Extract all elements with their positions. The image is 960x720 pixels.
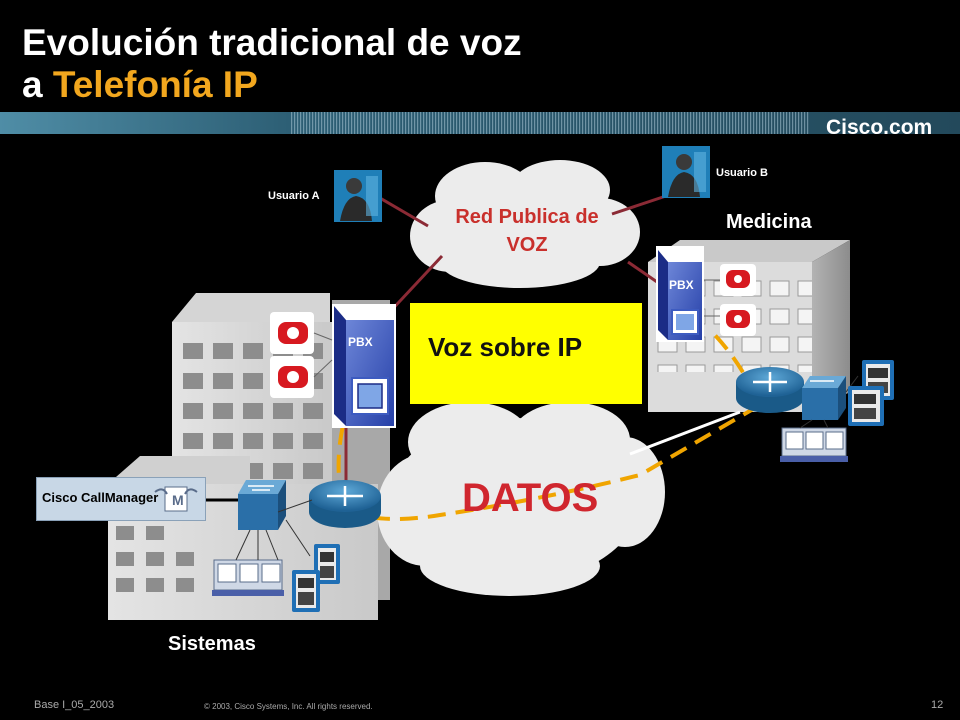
ip-phone-icon [314, 544, 340, 584]
pbx-left-icon [332, 304, 396, 428]
callmanager-box: M Cisco CallManager [36, 477, 206, 521]
router-right-icon [736, 367, 804, 413]
cloud-voz-line-1: Red Publica de [455, 206, 599, 228]
building-medicina-label: Medicina [726, 211, 812, 233]
pbx-right-label: PBX [669, 278, 694, 292]
slide-title: Evolución tradicional de voz a Telefonía… [22, 22, 522, 106]
data-links [205, 410, 741, 502]
server-rack-right-icon [780, 427, 848, 462]
cloud-voz [410, 160, 640, 288]
cloud-datos-label: DATOS [462, 476, 599, 520]
title-line-2-highlight: Telefonía IP [52, 64, 258, 105]
callmanager-label: Cisco CallManager [42, 490, 159, 505]
cloud-datos [377, 402, 665, 596]
user-b-photo-icon [662, 146, 710, 198]
cloud-voz-line-2: VOZ [506, 234, 548, 256]
footer-course-id: Base I_05_2003 [34, 699, 115, 711]
red-phone-icon [270, 312, 314, 354]
router-left-icon [309, 480, 381, 528]
cisco-brand: Cisco.com [826, 116, 933, 139]
title-line-2-prefix: a [22, 64, 53, 105]
header-band [0, 112, 960, 134]
ip-phone-icon [848, 386, 884, 426]
pbx-left-label: PBX [348, 335, 373, 349]
voip-label: Voz sobre IP [428, 332, 583, 362]
callmanager-icon [154, 486, 198, 512]
server-rack-left-icon [212, 559, 284, 596]
title-line-1: Evolución tradicional de voz [22, 22, 522, 63]
switch-left-icon [238, 480, 286, 530]
user-b-label: Usuario B [716, 167, 768, 179]
pbx-right-icon [656, 246, 704, 342]
user-a-photo-icon [334, 170, 382, 222]
red-phone-icon [270, 356, 314, 398]
voip-box [410, 303, 642, 404]
ip-phone-icon [292, 570, 320, 612]
cloud-voz-label: Red Publica de VOZ [424, 203, 630, 259]
red-phone-icon [720, 264, 756, 296]
user-a-label: Usuario A [268, 190, 320, 202]
page-number: 12 [931, 699, 944, 711]
switch-right-icon [802, 376, 846, 420]
footer-copyright: © 2003, Cisco Systems, Inc. All rights r… [204, 702, 373, 711]
red-phone-icon [720, 304, 756, 336]
building-sistemas-label: Sistemas [168, 633, 256, 655]
callmanager-icon-letter: M [172, 492, 184, 508]
